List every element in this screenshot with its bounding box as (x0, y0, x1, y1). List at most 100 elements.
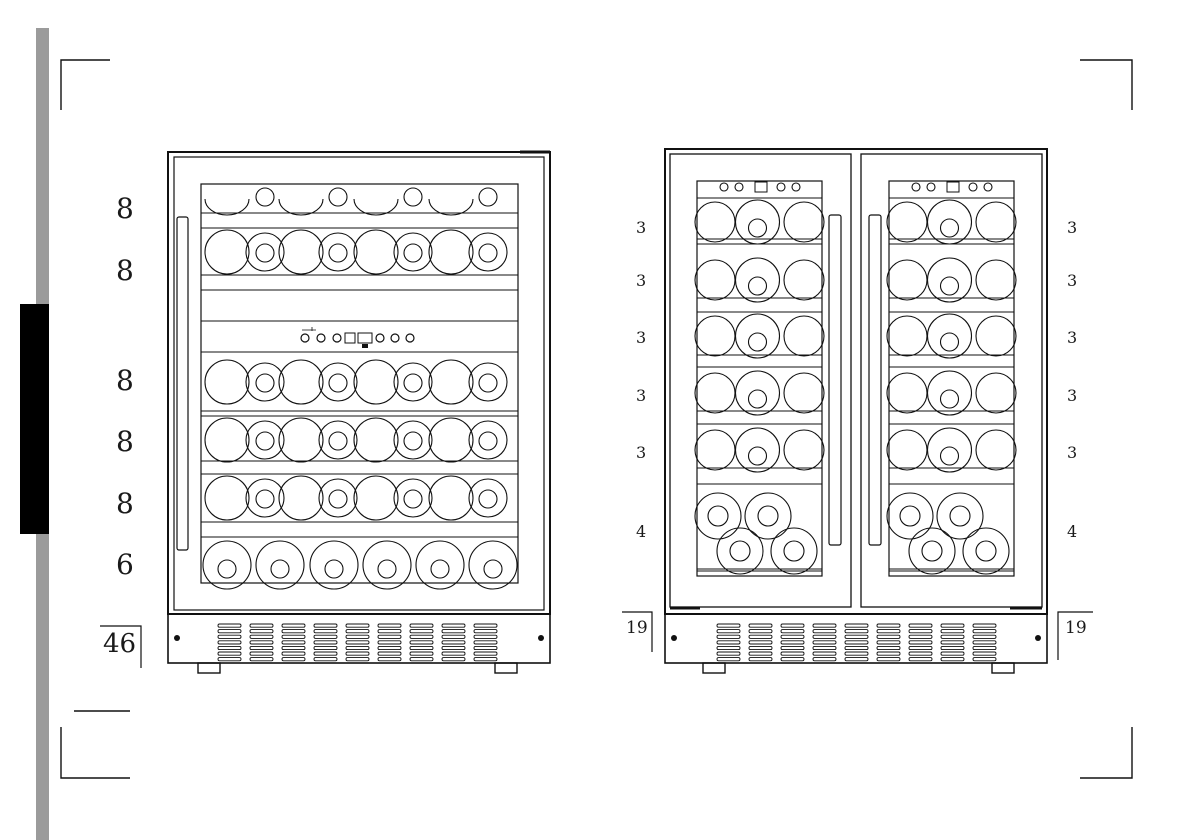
bottle-base (354, 476, 398, 520)
vent-slot (909, 635, 932, 638)
vent-slot (442, 635, 465, 638)
vent-slot (442, 624, 465, 627)
bottle-neck (378, 560, 396, 578)
button (927, 183, 935, 191)
bottle-base (246, 421, 284, 459)
bottle-base (279, 418, 323, 462)
left-total-count: 46 (103, 631, 136, 657)
vent-slot (282, 630, 305, 633)
vent-slot (346, 658, 369, 661)
vent-slot (314, 635, 337, 638)
vent-slot (909, 646, 932, 649)
bottle-base (784, 202, 824, 242)
bottle-base (887, 260, 927, 300)
vent-slot (941, 635, 964, 638)
vent-slot (877, 652, 900, 655)
bottle-base (887, 373, 927, 413)
vent-slot (474, 658, 497, 661)
left-shelf-6-count: 6 (116, 551, 134, 579)
vent-slot (346, 641, 369, 644)
vent-slot (845, 652, 868, 655)
bottle-neck (256, 490, 274, 508)
vent-slot (378, 641, 401, 644)
screw-right (538, 635, 544, 641)
vent-slot (314, 630, 337, 633)
double-door-wine-cooler (665, 149, 1047, 673)
button (792, 183, 800, 191)
vent-slot (973, 635, 996, 638)
vent-slot (749, 635, 772, 638)
bottle-neck (479, 374, 497, 392)
button (984, 183, 992, 191)
vent-slot (442, 641, 465, 644)
bottle-base (695, 430, 735, 470)
left-shelf-5-count: 8 (116, 490, 134, 518)
control-panel (301, 327, 414, 348)
vent-slot (973, 652, 996, 655)
vent-slot (717, 635, 740, 638)
bottle-base (784, 316, 824, 356)
crop-mark-top-right (1080, 60, 1132, 110)
right-right-door-shelf-5-count: 3 (1067, 445, 1077, 461)
vent-slot (781, 652, 804, 655)
button (777, 183, 785, 191)
vent-slot (813, 658, 836, 661)
bottles (695, 200, 1016, 574)
crop-mark-top-left (61, 60, 110, 110)
bottle-base (279, 476, 323, 520)
vent-slot (973, 646, 996, 649)
display (947, 182, 959, 192)
vent-slot (250, 630, 273, 633)
vent-slot (941, 652, 964, 655)
vent-slot (250, 624, 273, 627)
right-right-door-total-count: 19 (1065, 620, 1087, 637)
bottle-neck (256, 188, 274, 206)
vent-slot (346, 624, 369, 627)
vent-slot (781, 641, 804, 644)
vent-slot (749, 641, 772, 644)
vent-slot (813, 635, 836, 638)
vent-slot (218, 658, 241, 661)
vent-slot (282, 646, 305, 649)
single-door-wine-cooler (168, 152, 550, 673)
bottle-base (203, 541, 251, 589)
bottle-base (976, 316, 1016, 356)
vent-slot (282, 635, 305, 638)
bottle-neck (730, 541, 750, 561)
vent-slot (378, 630, 401, 633)
bottle-neck (271, 560, 289, 578)
bottle-base (976, 430, 1016, 470)
vent-slot (282, 658, 305, 661)
bottle-base (784, 373, 824, 413)
vent-slot (346, 630, 369, 633)
bottle-base (695, 202, 735, 242)
button (735, 183, 743, 191)
bottle-neck (976, 541, 996, 561)
vent-slot (941, 658, 964, 661)
right-left-door-shelf-1-count: 3 (636, 220, 646, 236)
bottle-neck (900, 506, 920, 526)
bottle-neck (479, 188, 497, 206)
right-right-door-shelf-4-count: 3 (1067, 388, 1077, 404)
bottle-neck (404, 432, 422, 450)
vent-slot (474, 646, 497, 649)
vent-slot (749, 624, 772, 627)
vent-slot (781, 635, 804, 638)
bottle-base (354, 230, 398, 274)
bottle-base (394, 479, 432, 517)
vent-slot (378, 652, 401, 655)
vent-slot (442, 652, 465, 655)
vent-slot (218, 635, 241, 638)
bottle-base (695, 373, 735, 413)
bottle-neck (749, 277, 767, 295)
foot-left (198, 663, 220, 673)
vent-slot (250, 635, 273, 638)
button (912, 183, 920, 191)
bottle-neck (922, 541, 942, 561)
screw-left (174, 635, 180, 641)
bottle-neck (941, 447, 959, 465)
vent-slot (410, 624, 433, 627)
bottle-base (354, 418, 398, 462)
vent-slots (218, 624, 497, 661)
